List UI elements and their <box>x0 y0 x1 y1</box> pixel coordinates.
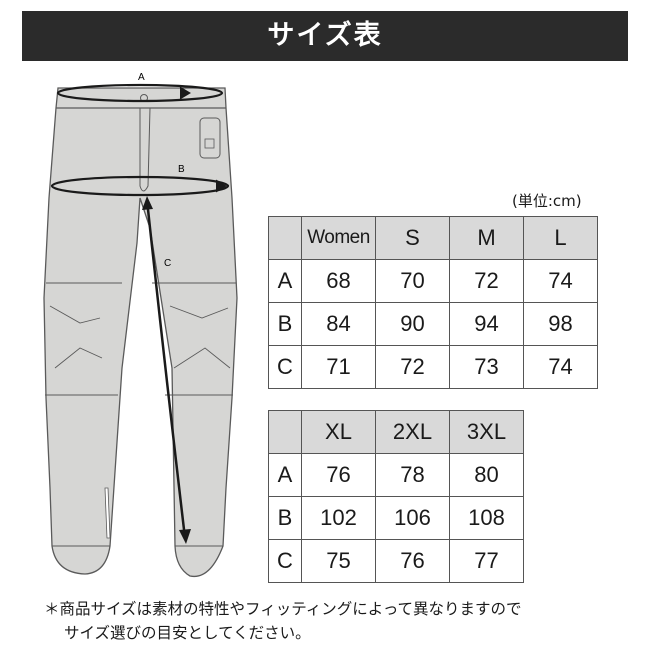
pants-illustration <box>43 87 238 578</box>
table-corner <box>268 410 302 454</box>
table-row: B 102 106 108 <box>268 496 524 540</box>
table-row: C 71 72 73 74 <box>268 345 598 389</box>
column-header: 3XL <box>449 410 524 454</box>
table-cell: 72 <box>375 345 450 389</box>
row-label: B <box>268 302 302 346</box>
table-cell: 73 <box>449 345 524 389</box>
table-cell: 72 <box>449 259 524 303</box>
size-table-2: XL 2XL 3XL A 76 78 80 B 102 106 108 C 75… <box>268 410 524 583</box>
table-cell: 77 <box>449 539 524 583</box>
table-header-row: Women S M L <box>268 216 598 260</box>
column-header: Women <box>301 216 376 260</box>
note-line-1: ＊商品サイズは素材の特性やフィッティングによって異なりますので <box>44 600 522 618</box>
table-row: C 75 76 77 <box>268 539 524 583</box>
unit-label: (単位:cm) <box>512 192 582 210</box>
column-header: L <box>523 216 598 260</box>
table-cell: 108 <box>449 496 524 540</box>
table-cell: 76 <box>301 453 376 497</box>
table-cell: 90 <box>375 302 450 346</box>
table-cell: 80 <box>449 453 524 497</box>
size-note: ＊商品サイズは素材の特性やフィッティングによって異なりますので サイズ選びの目安… <box>44 597 522 645</box>
row-label: A <box>268 259 302 303</box>
table-header-row: XL 2XL 3XL <box>268 410 524 454</box>
row-label: B <box>268 496 302 540</box>
table-cell: 75 <box>301 539 376 583</box>
table-cell: 84 <box>301 302 376 346</box>
column-header: 2XL <box>375 410 450 454</box>
row-label: A <box>268 453 302 497</box>
table-cell: 102 <box>301 496 376 540</box>
table-cell: 74 <box>523 345 598 389</box>
table-row: A 76 78 80 <box>268 453 524 497</box>
table-cell: 74 <box>523 259 598 303</box>
note-line-2: サイズ選びの目安としてください。 <box>64 624 311 642</box>
table-cell: 94 <box>449 302 524 346</box>
measurement-c: C <box>142 196 191 544</box>
page-title: サイズ表 <box>22 11 628 61</box>
label-b: B <box>178 164 185 175</box>
column-header: M <box>449 216 524 260</box>
pants-diagram: A B C <box>43 72 238 578</box>
label-a: A <box>138 72 145 83</box>
column-header: S <box>375 216 450 260</box>
table-cell: 68 <box>301 259 376 303</box>
table-cell: 106 <box>375 496 450 540</box>
measurement-b: B <box>50 164 230 197</box>
table-corner <box>268 216 302 260</box>
column-header: XL <box>301 410 376 454</box>
size-table-1: Women S M L A 68 70 72 74 B 84 90 94 98 … <box>268 216 598 389</box>
label-c: C <box>164 258 171 269</box>
table-cell: 71 <box>301 345 376 389</box>
row-label: C <box>268 345 302 389</box>
table-row: A 68 70 72 74 <box>268 259 598 303</box>
table-cell: 70 <box>375 259 450 303</box>
table-cell: 76 <box>375 539 450 583</box>
row-label: C <box>268 539 302 583</box>
table-row: B 84 90 94 98 <box>268 302 598 346</box>
table-cell: 98 <box>523 302 598 346</box>
table-cell: 78 <box>375 453 450 497</box>
measurement-a: A <box>56 72 224 103</box>
